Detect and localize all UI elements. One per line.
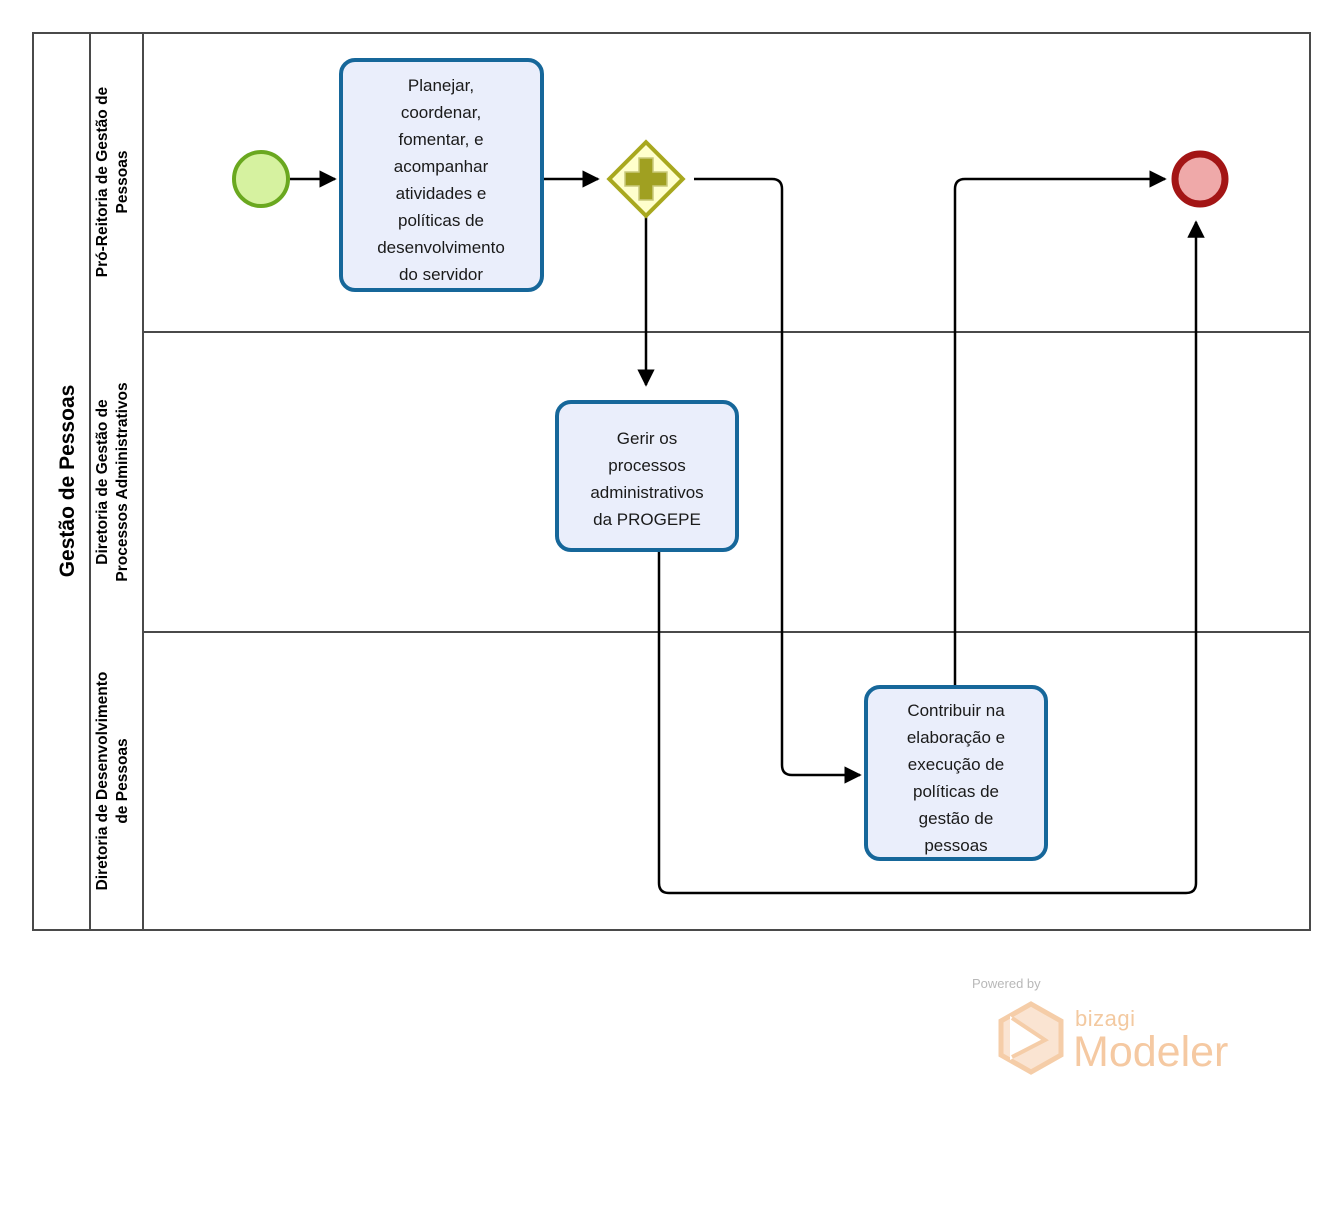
- parallel-gateway[interactable]: [606, 139, 686, 219]
- start-event-circle: [232, 150, 290, 208]
- plus-icon: [624, 157, 668, 201]
- flow-gateway-to-contribuir[interactable]: [694, 177, 862, 784]
- task-planejar-box: [339, 58, 544, 292]
- flow-gerir-to-end[interactable]: [657, 220, 1205, 895]
- watermark-powered-by: Powered by: [972, 976, 1041, 991]
- flow-contribuir-to-end[interactable]: [953, 170, 1167, 686]
- watermark-brand: bizagi: [1075, 1006, 1135, 1031]
- end-event-circle: [1171, 150, 1229, 208]
- start-event[interactable]: [232, 150, 290, 208]
- hexagon-outline: [998, 1001, 1064, 1075]
- pool-title: Gestão de Pessoas: [56, 385, 79, 578]
- pool-outline: [32, 32, 1311, 931]
- hexagon-inner-notch: [1010, 1016, 1048, 1060]
- watermark-product: Modeler: [1073, 1028, 1228, 1076]
- bizagi-watermark: Powered by bizagi Modeler: [972, 976, 1228, 1076]
- sequence-flows: [290, 170, 1205, 895]
- end-event[interactable]: [1171, 150, 1229, 208]
- hexagon-inner-stroke: [1010, 1016, 1049, 1059]
- task-contribuir-box: [864, 685, 1048, 861]
- pool-gestao-de-pessoas[interactable]: Gestão de Pessoas: [32, 32, 1311, 931]
- bizagi-logo-icon: [998, 1001, 1064, 1075]
- task-gerir-box: [555, 400, 739, 552]
